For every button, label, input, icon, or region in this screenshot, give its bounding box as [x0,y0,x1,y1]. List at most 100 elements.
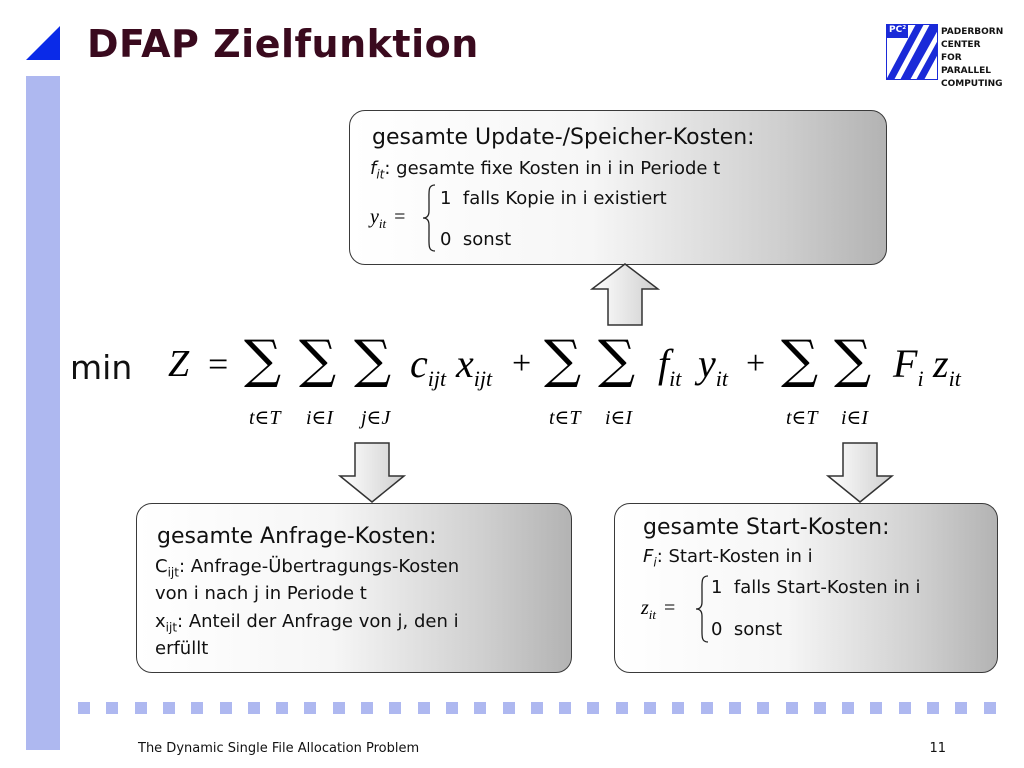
arrow-up-icon [590,263,660,326]
divider-dot [728,702,741,714]
var-x: xijt [456,340,492,392]
divider-dot [162,702,175,714]
var-y: yit [698,340,728,392]
var-F-sub: i [917,366,924,391]
var-C: C [155,556,168,577]
update-cost-heading: gesamte Update-/Speicher-Kosten: [372,125,755,150]
index-i3: i∈I [841,407,869,429]
divider-dot [389,702,402,714]
c-description-2: von i nach j in Periode t [155,583,367,604]
pc2-logo: PC² PADERBORN CENTER FOR PARALLEL COMPUT… [886,24,1004,89]
divider-dot [219,702,232,714]
z-piecewise-label: zit= [641,597,676,622]
divider-dot [700,702,713,714]
c-description: Cijt: Anfrage-Übertragungs-Kosten [155,556,459,580]
sum-symbol-i1: ∑ [299,330,337,390]
y-piecewise-label: yit= [370,206,406,231]
divider-dot [785,702,798,714]
var-C-sub: ijt [167,565,179,580]
divider-dot [191,702,204,714]
var-F: F [643,546,654,567]
var-F: Fi [893,340,924,392]
var-y-main: y [698,341,716,386]
index-i1: i∈I [306,407,334,429]
var-f-main: f [658,341,670,386]
sum-symbol-t3: ∑ [781,330,819,390]
var-F-sub: i [653,555,657,570]
divider-dot [870,702,883,714]
var-F-desc: : Start-Kosten in i [656,546,813,567]
var-Z: Z [168,343,190,385]
var-f-desc: : gesamte fixe Kosten in i in Periode t [384,158,721,179]
divider-dot [417,702,430,714]
objective-formula: min Z = ∑ ∑ ∑ t∈T i∈I j∈J cijt xijt + ∑ … [70,330,961,429]
divider-dot [276,702,289,714]
start-cost-box: gesamte Start-Kosten: Fi: Start-Kosten i… [614,503,998,673]
var-x-desc: : Anteil der Anfrage von j, den i [177,611,459,632]
divider-dot [955,702,968,714]
sum-symbol-i2: ∑ [598,330,636,390]
var-f: f [370,158,377,179]
y-case1: 1 falls Kopie in i existiert [440,188,667,209]
var-z-sub: it [648,607,657,622]
divider-dot [106,702,119,714]
equals-sign: = [208,344,229,384]
divider-dot [615,702,628,714]
dotted-divider [78,702,1000,714]
divider-dot [644,702,656,714]
update-cost-description: fit: gesamte fixe Kosten in i in Periode… [370,158,720,182]
divider-dot [332,702,345,714]
sum-symbol-t1: ∑ [244,330,282,390]
var-z-sub: it [948,366,961,391]
x-description-2: erfüllt [155,638,209,659]
divider-dot [445,702,458,714]
logo-line: CENTER FOR [941,40,981,63]
logo-line: PADERBORN [941,27,1004,37]
index-t1: t∈T [249,407,281,429]
update-cost-box: gesamte Update-/Speicher-Kosten: fit: ge… [349,110,887,265]
slide-title: DFAP Zielfunktion [87,22,479,66]
y-case2: 0 sonst [440,229,512,250]
sidebar-bar [26,76,60,750]
var-z-main: z [933,341,949,386]
arrow-down-left-icon [338,442,406,503]
var-c-sub: ijt [427,366,447,391]
z-case1: 1 falls Start-Kosten in i [711,577,921,598]
plus-sign-2: + [746,345,766,382]
z-case2: 0 sonst [711,619,783,640]
index-i2: i∈I [605,407,633,429]
min-label: min [70,348,133,387]
arrow-down-right-icon [826,442,894,503]
index-t2: t∈T [549,407,581,429]
divider-dot [78,702,90,714]
x-description: xijt: Anteil der Anfrage von j, den i [155,611,459,635]
footer-title: The Dynamic Single File Allocation Probl… [138,741,420,756]
divider-dot [813,702,826,714]
var-C-desc: : Anfrage-Übertragungs-Kosten [178,556,460,577]
var-c: cijt [410,340,446,392]
sum-symbol-t2: ∑ [544,330,582,390]
divider-dot [757,702,770,714]
var-x-main: x [456,341,474,386]
corner-triangle-icon [26,26,60,60]
divider-dot [559,702,572,714]
var-c-main: c [410,341,428,386]
divider-dot [304,702,317,714]
var-y-sub: it [715,366,728,391]
sum-symbol-j1: ∑ [354,330,392,390]
logo-stripes-icon [886,24,938,80]
var-x: x [155,611,166,632]
page-number: 11 [929,741,946,756]
divider-dot [474,702,487,714]
divider-dot [361,702,373,714]
divider-dot [842,702,855,714]
divider-dot [502,702,515,714]
var-x-sub: ijt [165,620,178,635]
logo-badge: PC² [889,25,907,35]
start-cost-heading: gesamte Start-Kosten: [643,515,890,540]
logo-line: COMPUTING [941,79,1003,89]
logo-line: PARALLEL [941,66,991,76]
var-F-main: F [893,341,918,386]
divider-dot [983,702,996,714]
divider-dot [898,702,911,714]
